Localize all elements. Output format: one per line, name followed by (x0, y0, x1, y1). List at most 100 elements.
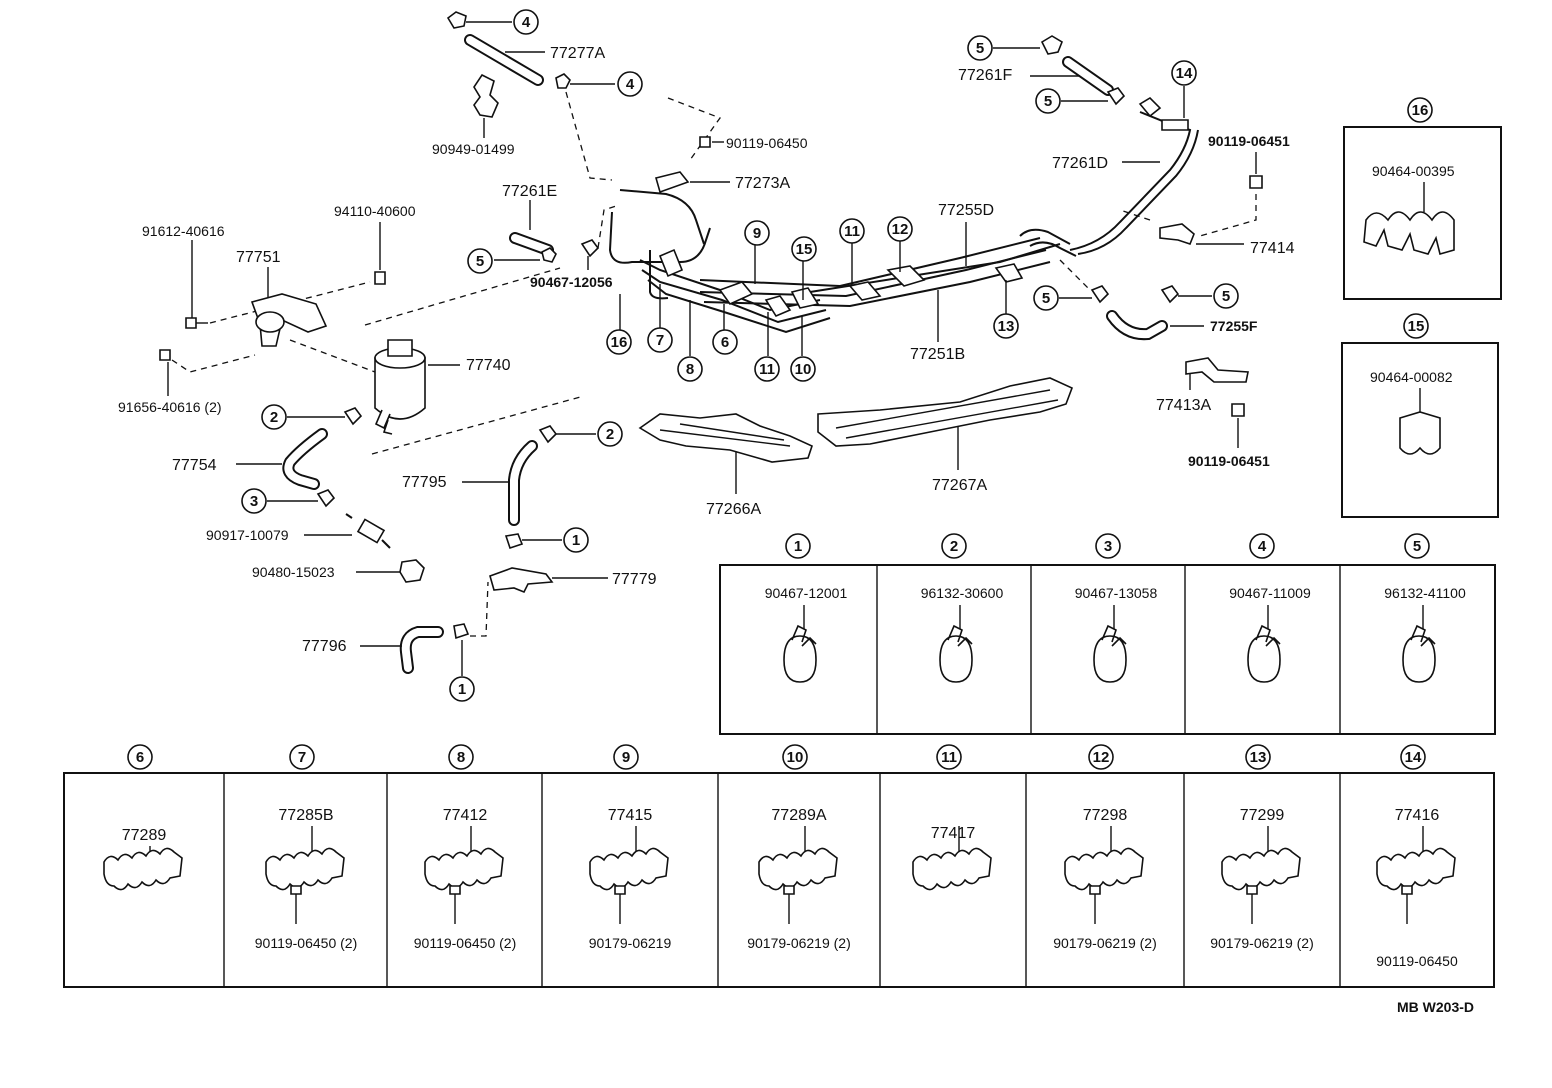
label-77266a: 77266A (706, 501, 761, 518)
clamp-cell-11-callout: 11 (941, 749, 957, 766)
callout-5-left-label: 5 (476, 253, 484, 270)
bracket-77413a (1185, 357, 1249, 383)
clamp-77415-icon (589, 847, 669, 891)
hose-77261f (1062, 56, 1114, 96)
label-90119-06451-b: 90119-06451 (1188, 453, 1270, 469)
clamp-9-fastener-icon (614, 885, 626, 895)
callout-5-topright-2-label: 5 (1044, 93, 1052, 110)
label-77751: 77751 (236, 249, 281, 266)
clamp-cell-13-callout: 13 (1250, 749, 1267, 766)
valve-90917-10079 (345, 513, 391, 549)
label-91612-40616: 91612-40616 (142, 223, 225, 239)
callout-10-main-label: 10 (795, 361, 812, 378)
clamp-cell-14-callout: 14 (1405, 749, 1422, 766)
callout-11-bottom-label: 11 (759, 361, 775, 378)
callout-2-right-label: 2 (606, 426, 614, 443)
clamp-cell-13-fastener: 90179-06219 (2) (1210, 935, 1314, 951)
callout-7-main-label: 7 (656, 332, 664, 349)
clamp-77285B-icon (265, 847, 345, 891)
callout-16-main (606, 329, 632, 355)
clip-cell-1-callout-circle (785, 533, 811, 559)
clamp-cell-12-part: 77298 (1083, 807, 1128, 824)
clamp-cell-10-callout: 10 (787, 749, 804, 766)
bolt-90119-06451-b (1231, 403, 1245, 417)
clip-cell-3-callout-circle (1095, 533, 1121, 559)
callout-5-left (467, 248, 493, 274)
clamp-14-fastener-icon (1401, 885, 1413, 895)
callout-1-lower (449, 676, 475, 702)
protector-77267a (817, 377, 1074, 447)
bracket-77414 (1159, 223, 1195, 245)
callout-6-main (712, 329, 738, 355)
clamp-cell-14-part: 77416 (1395, 807, 1440, 824)
clip-cell-5-callout-circle (1404, 533, 1430, 559)
bolt-90119-06451-a (1249, 175, 1263, 189)
label-77779: 77779 (612, 571, 657, 588)
hose-clip-96132-30600-icon (939, 624, 973, 683)
side-box-16-callout: 16 (1412, 102, 1429, 119)
bolt-90119-06450-top (699, 136, 711, 148)
callout-1-lower-label: 1 (458, 681, 466, 698)
clamp-cell-8-part: 77412 (443, 807, 488, 824)
callout-1-upper (563, 527, 589, 553)
pipe-77261d (1069, 111, 1192, 251)
label-77261e: 77261E (502, 183, 557, 200)
clamp-77416-icon (1376, 847, 1456, 891)
callout-8-main-label: 8 (686, 361, 694, 378)
clip-cell-2-callout: 2 (950, 538, 958, 555)
label-77261d: 77261D (1052, 155, 1108, 172)
callout-12 (887, 216, 913, 242)
clamp-7-fastener-icon (290, 885, 302, 895)
hose-clip-90467-13058-icon (1093, 624, 1127, 683)
callout-2-right (597, 421, 623, 447)
callout-4-mid-label: 4 (626, 76, 635, 93)
clamp-cell-9-part: 77415 (608, 807, 653, 824)
clamp-cell-9-fastener: 90179-06219 (589, 935, 672, 951)
callout-11-top (839, 218, 865, 244)
callout-13 (993, 313, 1019, 339)
clamp-cell-9-callout: 9 (622, 749, 630, 766)
label-90949-01499: 90949-01499 (432, 141, 515, 157)
clip-cell-4-callout-circle (1249, 533, 1275, 559)
label-94110-40600: 94110-40600 (334, 203, 416, 219)
callout-12-label: 12 (892, 221, 909, 238)
clamp-cell-10-callout-circle (782, 744, 808, 770)
clamp-cell-13-callout-circle (1245, 744, 1271, 770)
callout-13-label: 13 (998, 318, 1015, 335)
clamp-cell-7-fastener: 90119-06450 (2) (255, 935, 357, 951)
clamp-cell-8-fastener: 90119-06450 (2) (414, 935, 516, 951)
clamp-cell-10-fastener: 90179-06219 (2) (747, 935, 851, 951)
label-90119-06450-top: 90119-06450 (726, 135, 808, 151)
callout-4-mid (617, 71, 643, 97)
clamp-cell-7-part: 77285B (278, 807, 333, 824)
clip-cell-5-callout: 5 (1413, 538, 1421, 555)
side-box-16: 16 90464-00395 (1343, 97, 1502, 300)
clip-row-frame (719, 564, 1496, 735)
label-77255f: 77255F (1210, 318, 1258, 334)
callout-3-label: 3 (250, 493, 258, 510)
clip-cell-1-callout: 1 (794, 538, 802, 555)
label-77261f: 77261F (958, 67, 1012, 84)
hose-77795 (508, 440, 538, 526)
callout-5-right-b (1213, 283, 1239, 309)
grommet-90480-15023 (399, 559, 425, 583)
side-box-15-callout: 15 (1408, 318, 1425, 335)
clamp-cell-12-callout-circle (1088, 744, 1114, 770)
clamp-row-frame (63, 772, 1495, 988)
callout-5-topright (967, 35, 993, 61)
callout-4-top (513, 9, 539, 35)
clip-cell-4-callout: 4 (1258, 538, 1267, 555)
clamp-cell-11-callout-circle (936, 744, 962, 770)
hose-clip-96132-41100-icon (1402, 624, 1436, 683)
callout-2-left (261, 404, 287, 430)
hose-77255f (1106, 310, 1168, 341)
